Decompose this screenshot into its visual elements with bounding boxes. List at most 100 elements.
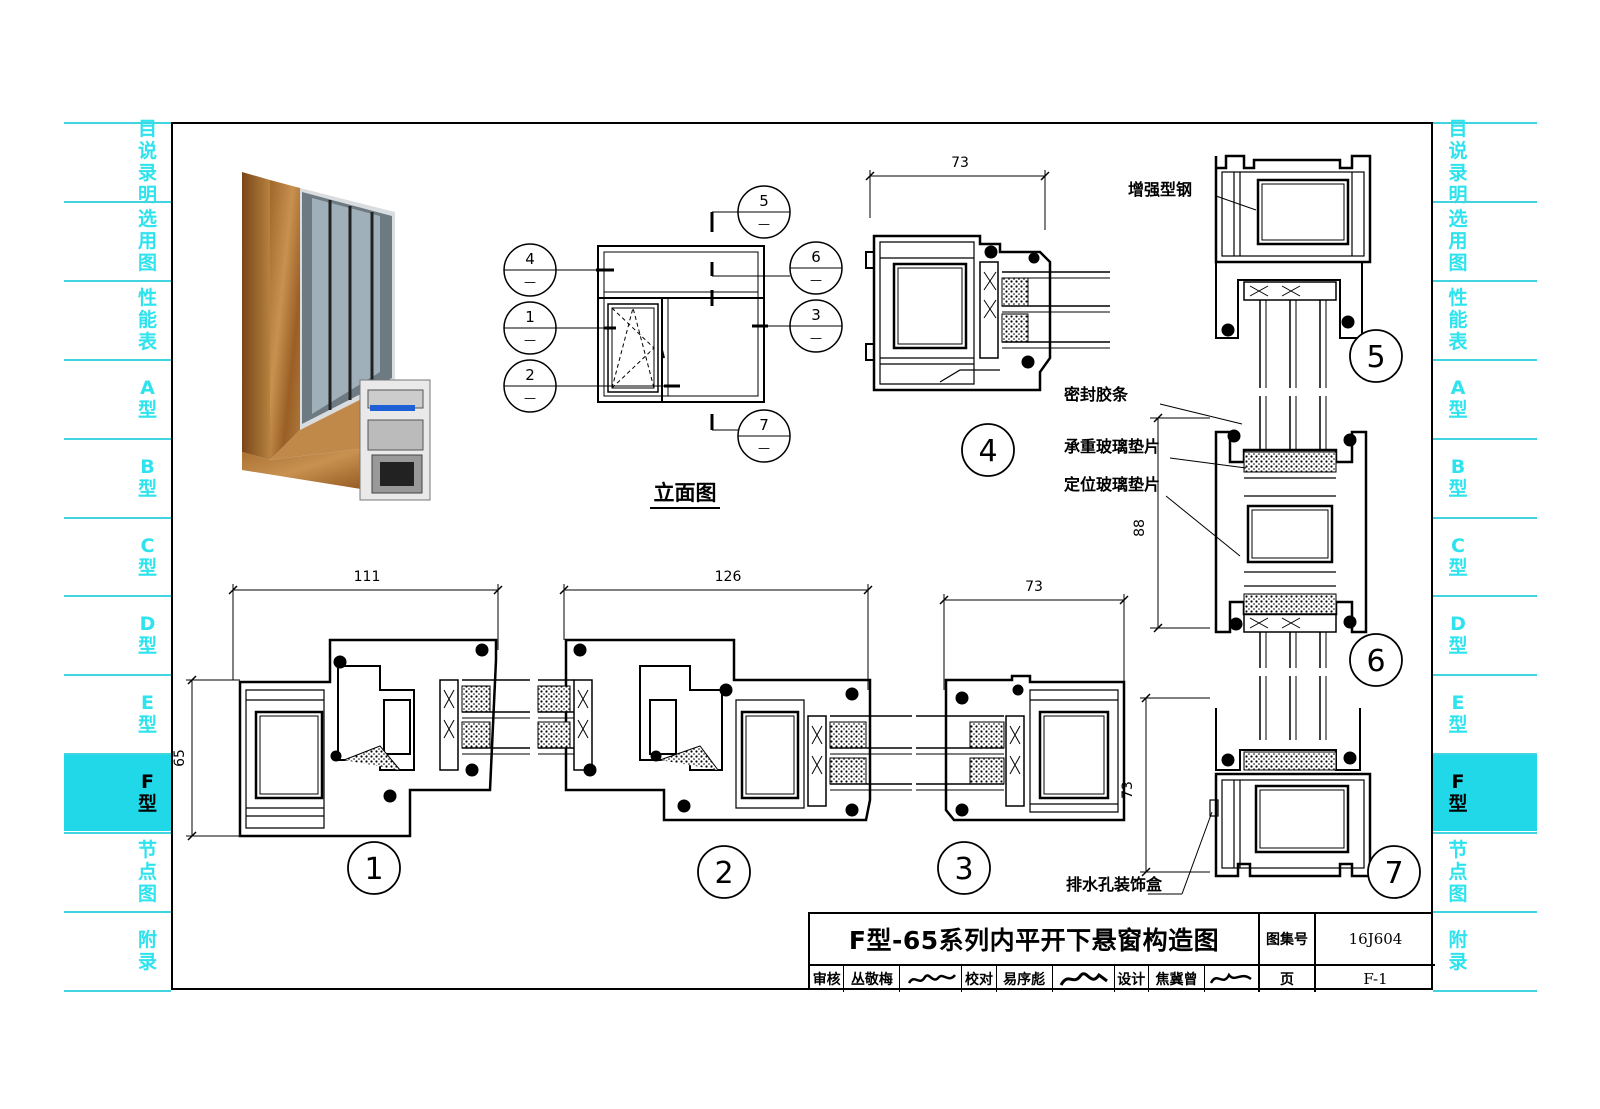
title-block: F型-65系列内平开下悬窗构造图 图集号 16J604 审核 丛敬梅 校对 易序… bbox=[808, 912, 1435, 992]
svg-text:—: — bbox=[810, 273, 822, 287]
svg-text:3: 3 bbox=[954, 852, 973, 887]
s1-height-dim: 65 bbox=[172, 749, 188, 767]
callout-steel: 增强型钢 bbox=[1128, 180, 1192, 199]
nav-tab-left-3[interactable]: A型 bbox=[64, 358, 171, 437]
profile-photo bbox=[242, 172, 431, 501]
reviewer-signature bbox=[907, 974, 956, 984]
s4-width-dim: 73 bbox=[951, 155, 969, 171]
svg-text:2: 2 bbox=[525, 366, 535, 384]
drawing-title: F型-65系列内平开下悬窗构造图 bbox=[848, 926, 1220, 955]
callout-bearing-pad: 承重玻璃垫片 bbox=[1064, 437, 1160, 456]
nav-tab-label: E型 bbox=[137, 692, 157, 737]
marker-6: 6— bbox=[789, 241, 843, 295]
marker-7: 7— bbox=[737, 409, 791, 463]
marker-3: 3— bbox=[789, 299, 843, 353]
section-4-label: 4 bbox=[961, 423, 1015, 477]
nav-tab-label: 节点图 bbox=[137, 839, 157, 906]
svg-text:4: 4 bbox=[978, 434, 997, 469]
section-3-label: 3 bbox=[937, 841, 991, 895]
nav-tab-label: 附录 bbox=[137, 929, 157, 973]
s1-width-dim: 111 bbox=[354, 569, 381, 585]
nav-bottom-line bbox=[1433, 989, 1537, 992]
nav-tab-left-7[interactable]: E型 bbox=[64, 674, 171, 752]
nav-tab-label: 性能表 bbox=[1448, 286, 1468, 353]
callout-drain-box: 排水孔装饰盒 bbox=[1066, 875, 1163, 894]
page-label: 页 bbox=[1280, 972, 1294, 988]
nav-tab-label: F型 bbox=[137, 771, 157, 816]
atlas-label: 图集号 bbox=[1266, 932, 1308, 948]
section-7-label: 7 bbox=[1367, 845, 1421, 899]
nav-tab-left-4[interactable]: B型 bbox=[64, 437, 171, 516]
svg-text:—: — bbox=[810, 331, 822, 345]
title-cell: F型-65系列内平开下悬窗构造图 bbox=[810, 914, 1260, 966]
nav-tab-left-8[interactable]: F型 bbox=[64, 753, 171, 832]
check-label: 校对 bbox=[964, 972, 993, 988]
nav-tab-label: 目说录明 bbox=[1448, 118, 1468, 206]
nav-tab-label: D型 bbox=[1448, 613, 1468, 658]
nav-tab-left-10[interactable]: 附录 bbox=[64, 911, 171, 989]
svg-text:2: 2 bbox=[714, 856, 733, 891]
elevation-drawing bbox=[556, 211, 790, 431]
section-5-label: 5 bbox=[1349, 329, 1403, 383]
svg-text:4: 4 bbox=[525, 250, 535, 268]
designer-signature bbox=[1210, 972, 1253, 984]
atlas-number: 16J604 bbox=[1348, 930, 1403, 948]
nav-tab-label: 附录 bbox=[1448, 929, 1468, 973]
svg-text:6: 6 bbox=[1366, 644, 1385, 679]
review-label: 审核 bbox=[812, 972, 841, 988]
design-label: 设计 bbox=[1117, 972, 1146, 988]
svg-text:—: — bbox=[524, 275, 536, 289]
svg-text:—: — bbox=[524, 333, 536, 347]
nav-tab-right-1[interactable]: 选用图 bbox=[1433, 200, 1537, 279]
elevation-title: 立面图 bbox=[654, 481, 717, 505]
nav-tab-right-5[interactable]: C型 bbox=[1433, 516, 1537, 595]
nav-tab-label: 选用图 bbox=[137, 207, 157, 274]
svg-text:3: 3 bbox=[811, 306, 821, 324]
nav-tab-label: B型 bbox=[137, 455, 157, 500]
section-2 bbox=[537, 584, 912, 822]
callout-seal: 密封胶条 bbox=[1063, 385, 1129, 404]
nav-tab-right-9[interactable]: 节点图 bbox=[1433, 832, 1537, 910]
nav-tab-label: C型 bbox=[1448, 534, 1468, 579]
nav-tab-label: 目说录明 bbox=[137, 118, 157, 206]
nav-tab-left-2[interactable]: 性能表 bbox=[64, 279, 171, 358]
s2-width-dim: 126 bbox=[715, 569, 742, 585]
section-4 bbox=[865, 170, 1110, 392]
svg-text:—: — bbox=[758, 441, 770, 455]
reviewer-name: 丛敬梅 bbox=[850, 972, 893, 988]
svg-text:7: 7 bbox=[1384, 856, 1403, 891]
s7-height-dim: 73 bbox=[1120, 781, 1136, 799]
nav-tab-right-3[interactable]: A型 bbox=[1433, 358, 1537, 437]
nav-tab-left-5[interactable]: C型 bbox=[64, 516, 171, 595]
nav-tab-right-2[interactable]: 性能表 bbox=[1433, 279, 1537, 358]
nav-tab-label: E型 bbox=[1448, 692, 1468, 737]
nav-tab-left-1[interactable]: 选用图 bbox=[64, 200, 171, 279]
nav-tab-right-7[interactable]: E型 bbox=[1433, 674, 1537, 752]
elevation-markers: 4— 1— 2— 5— 6— 3— 7— bbox=[503, 185, 843, 463]
nav-tab-right-8[interactable]: F型 bbox=[1433, 753, 1537, 832]
nav-tab-label: 节点图 bbox=[1448, 839, 1468, 906]
nav-tab-left-6[interactable]: D型 bbox=[64, 595, 171, 673]
nav-tab-label: A型 bbox=[137, 376, 157, 421]
nav-tab-right-0[interactable]: 目说录明 bbox=[1433, 118, 1537, 206]
nav-tab-left-0[interactable]: 目说录明 bbox=[64, 118, 171, 206]
s6-height-dim: 88 bbox=[1132, 519, 1148, 537]
nav-tab-right-10[interactable]: 附录 bbox=[1433, 911, 1537, 989]
nav-tab-label: A型 bbox=[1448, 376, 1468, 421]
nav-tab-left-9[interactable]: 节点图 bbox=[64, 832, 171, 910]
marker-4: 4— bbox=[503, 243, 557, 297]
s3-width-dim: 73 bbox=[1025, 579, 1043, 595]
nav-tab-right-4[interactable]: B型 bbox=[1433, 437, 1537, 516]
svg-text:—: — bbox=[524, 391, 536, 405]
section-3 bbox=[916, 594, 1129, 822]
checker-signature bbox=[1059, 972, 1109, 986]
nav-tab-right-6[interactable]: D型 bbox=[1433, 595, 1537, 673]
svg-text:6: 6 bbox=[811, 248, 821, 266]
svg-text:1: 1 bbox=[364, 852, 383, 887]
callout-locating-pad: 定位玻璃垫片 bbox=[1063, 475, 1160, 494]
section-1-label: 1 bbox=[347, 841, 401, 895]
nav-tab-label: 选用图 bbox=[1448, 207, 1468, 274]
section-6-label: 6 bbox=[1349, 633, 1403, 687]
svg-text:5: 5 bbox=[1366, 340, 1385, 375]
